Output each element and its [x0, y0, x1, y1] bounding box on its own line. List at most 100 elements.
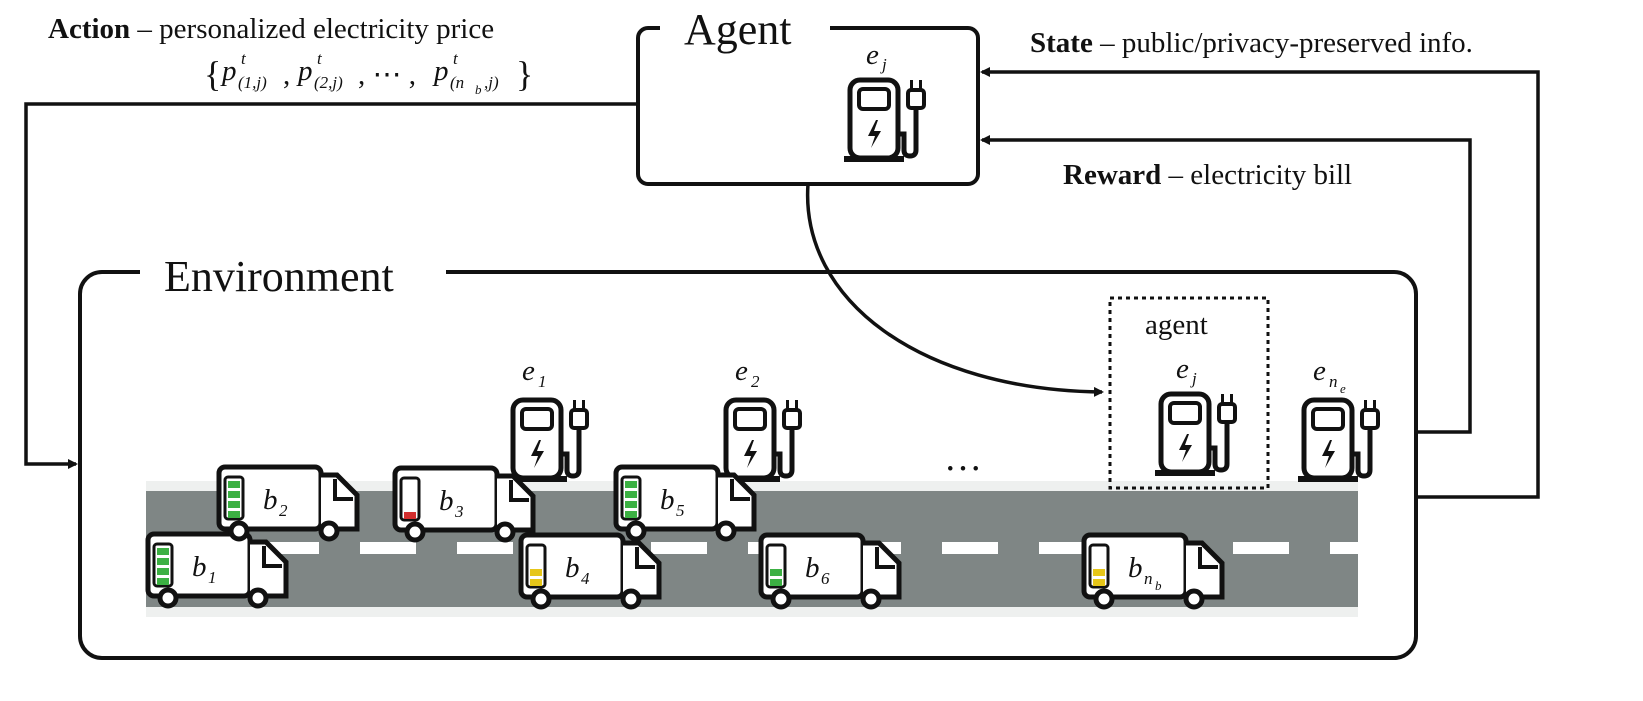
truck-letter: b [192, 551, 207, 583]
charging-station-icon [1298, 400, 1378, 482]
formula-pn-sub: (n [450, 73, 464, 92]
station-letter: e [1313, 355, 1326, 387]
battery-cell [157, 548, 169, 555]
action-head: Action [48, 13, 130, 45]
agent-marker-station-subscript: j [1190, 369, 1197, 388]
formula-p2-sup: t [317, 49, 323, 68]
formula-pn-sup: t [453, 49, 459, 68]
flow-arrows [24, 67, 1540, 499]
lane-dash [1233, 542, 1289, 554]
truck-subscript: 6 [821, 569, 830, 588]
agent-marker-frame [1108, 296, 1270, 490]
state-label: State – public/privacy-preserved info. [1030, 27, 1473, 59]
battery-cell [228, 481, 240, 488]
environment-title: Environment [164, 252, 394, 301]
stations-ellipsis: … [944, 437, 982, 479]
state-head: State [1030, 27, 1093, 59]
svg-text:Action – personalized electri: Action – personalized electricity price [48, 13, 494, 45]
agent-station-letter: e [866, 39, 879, 71]
battery-cell [157, 568, 169, 575]
station-subscript: 1 [538, 372, 547, 391]
formula-open-brace: { [204, 54, 221, 94]
agent-marker: agent e j [1108, 296, 1270, 490]
station-letter: e [735, 355, 748, 387]
lane-dash [651, 542, 707, 554]
state-arrow [980, 67, 1540, 499]
battery-indicator [404, 512, 416, 519]
truck-subscript: 4 [581, 569, 590, 588]
truck-letter: b [660, 484, 675, 516]
truck-subscript: 2 [279, 501, 288, 520]
formula-p1: p [220, 55, 237, 87]
battery-cell [404, 512, 416, 519]
station-subscript: n [1329, 372, 1338, 391]
battery-indicator [1093, 569, 1105, 586]
battery-indicator [625, 481, 637, 518]
reward-arrow [980, 135, 1472, 434]
charging-station-icon [720, 400, 800, 482]
lane-dash [1330, 542, 1386, 554]
battery-cell [625, 481, 637, 488]
battery-cell [157, 558, 169, 565]
action-arrow [24, 102, 638, 469]
charging-station-icon [507, 400, 587, 482]
formula-p2-sub: (2,j) [314, 73, 343, 92]
battery-indicator [770, 569, 782, 586]
station-subsubscript: e [1340, 381, 1346, 396]
action-text: – personalized electricity price [130, 13, 494, 45]
agent-title-gap [660, 10, 830, 50]
battery-cell [625, 511, 637, 518]
formula-close-brace: } [516, 54, 533, 94]
station-letter: e [522, 355, 535, 387]
truck-subscript: 1 [208, 568, 217, 587]
battery-cell [1093, 579, 1105, 586]
agent-marker-station-letter: e [1176, 353, 1189, 385]
battery-cell [530, 569, 542, 576]
environment-box: Environment [78, 250, 1418, 660]
battery-cell [625, 491, 637, 498]
battery-cell [228, 511, 240, 518]
battery-cell [530, 579, 542, 586]
action-label: Action – personalized electricity price … [48, 13, 533, 97]
truck-letter: b [805, 552, 820, 584]
battery-cell [228, 501, 240, 508]
formula-pn-subsub: b [475, 82, 482, 97]
agent-marker-label: agent [1145, 309, 1208, 341]
svg-text:Reward – electricity bill: Reward – electricity bill [1063, 159, 1352, 191]
battery-cell [1093, 569, 1105, 576]
lane-dash [1039, 542, 1095, 554]
environment-frame [78, 270, 1418, 660]
agent-to-station-arrow [805, 183, 1104, 397]
reward-head: Reward [1063, 159, 1161, 191]
formula-ellipsis: , ⋯ , [358, 59, 416, 91]
reward-label: Reward – electricity bill [1063, 159, 1352, 191]
battery-indicator [157, 548, 169, 585]
lane-dash [457, 542, 513, 554]
battery-indicator [228, 481, 240, 518]
truck-letter: b [1128, 552, 1143, 584]
formula-p1-sub: (1,j) [238, 73, 267, 92]
agent-title: Agent [684, 5, 792, 54]
formula-comma-1: , [283, 59, 290, 91]
battery-indicator [530, 569, 542, 586]
agent-box: Agent e j [636, 5, 980, 186]
battery-cell [157, 578, 169, 585]
battery-cell [770, 569, 782, 576]
truck-subscript: 5 [676, 501, 685, 520]
formula-pn: p [432, 55, 449, 87]
svg-text:State – public/privacy-preserv: State – public/privacy-preserved info. [1030, 27, 1473, 59]
reward-text: – electricity bill [1161, 159, 1352, 191]
